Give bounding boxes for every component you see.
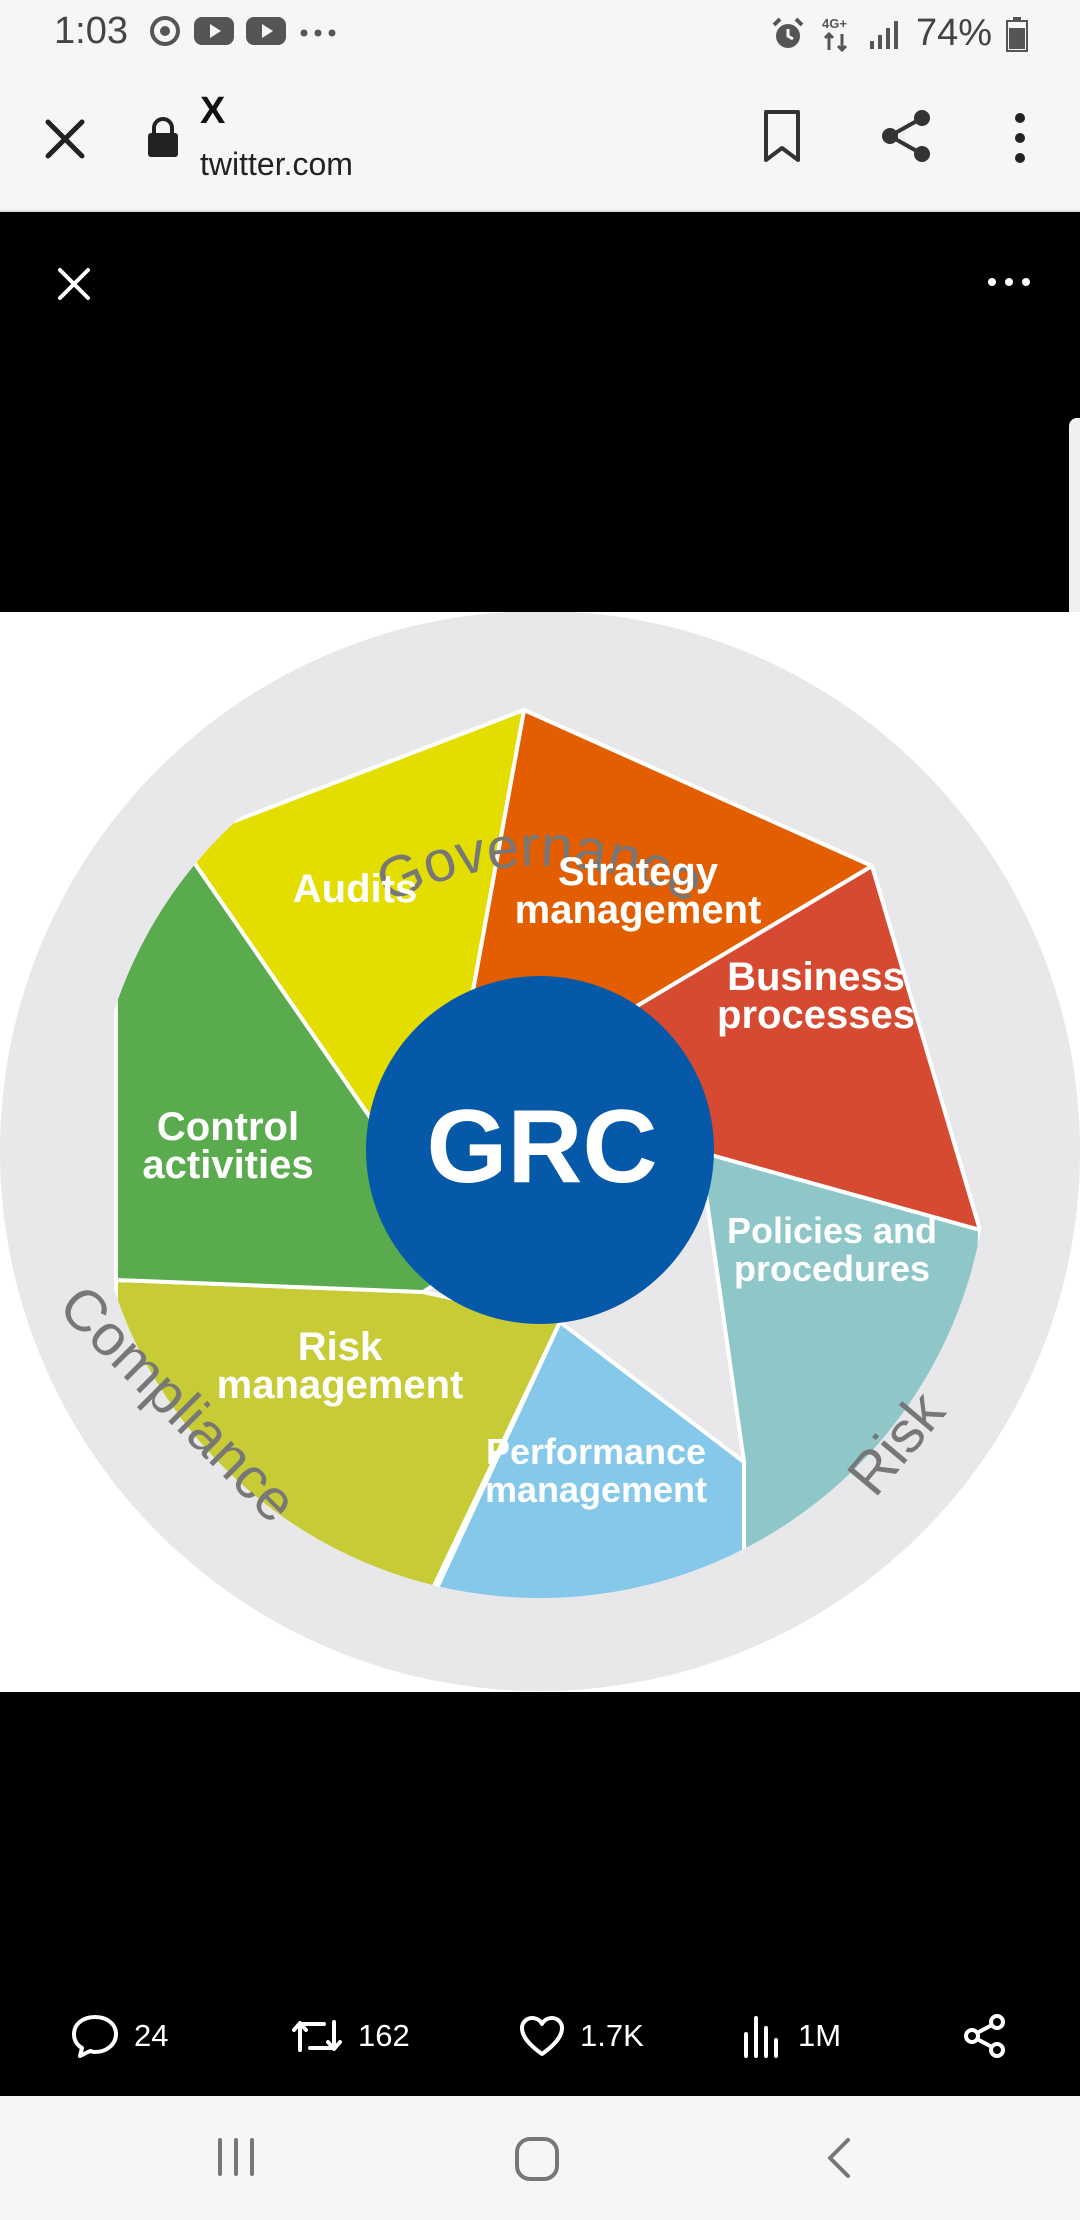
reply-count: 24 xyxy=(134,2018,169,2053)
status-time: 1:03 xyxy=(54,10,128,52)
heart-icon xyxy=(520,2016,564,2056)
recent-apps-icon[interactable] xyxy=(212,2134,260,2180)
share-icon[interactable] xyxy=(878,108,934,164)
more-options-icon[interactable] xyxy=(1000,110,1040,166)
more-icon[interactable] xyxy=(984,270,1034,294)
close-tab-icon[interactable] xyxy=(40,114,90,164)
network-icon: 4G+ xyxy=(822,16,847,52)
segment-label-line: processes xyxy=(717,993,915,1037)
segment-label-line: Control xyxy=(157,1105,299,1149)
sync-icon xyxy=(150,16,180,46)
views-count: 1M xyxy=(798,2018,842,2053)
like-count: 1.7K xyxy=(580,2018,644,2053)
segment-label-line: procedures xyxy=(734,1248,930,1289)
retweet-icon xyxy=(292,2020,342,2052)
notification-icons xyxy=(148,14,338,48)
segment-label-line: management xyxy=(485,1469,707,1510)
grc-center-label: GRC xyxy=(426,1089,657,1205)
battery-icon xyxy=(1006,16,1028,52)
status-bar: 1:03 4G+ xyxy=(0,0,1080,68)
segment-label-line: Strategy xyxy=(558,850,719,894)
segment-label-line: management xyxy=(217,1363,464,1407)
bookmark-icon[interactable] xyxy=(760,108,804,164)
page-title: X xyxy=(200,90,226,132)
system-icons: 4G+ 74% xyxy=(770,12,1028,55)
grc-center-circle xyxy=(366,976,714,1324)
youtube-icon xyxy=(246,17,286,45)
tweet-actions: 24 162 1.7K 1M xyxy=(0,2004,1080,2068)
like-button[interactable]: 1.7K xyxy=(518,2004,644,2068)
segment-label-line: management xyxy=(515,888,762,932)
youtube-icon xyxy=(194,17,234,45)
home-icon[interactable] xyxy=(512,2134,562,2184)
network-type: 4G+ xyxy=(822,16,847,31)
segment-label-line: Business xyxy=(727,955,905,999)
segment-label-line: Audits xyxy=(293,867,417,911)
share-tweet-button[interactable] xyxy=(962,2004,1022,2068)
views-button[interactable]: 1M xyxy=(740,2004,841,2068)
lock-icon xyxy=(148,117,178,157)
signal-icon xyxy=(869,20,898,49)
segment-label-audits: Audits xyxy=(293,867,417,911)
battery-percentage: 74% xyxy=(915,12,992,54)
reply-button[interactable]: 24 xyxy=(70,2004,168,2068)
segment-label-line: Policies and xyxy=(727,1210,937,1251)
back-icon[interactable] xyxy=(818,2134,858,2182)
system-navigation-bar xyxy=(0,2096,1080,2220)
segment-label-line: Risk xyxy=(298,1325,383,1369)
views-icon xyxy=(744,2016,778,2058)
retweet-count: 162 xyxy=(358,2018,410,2053)
close-media-icon[interactable] xyxy=(54,264,94,304)
alarm-icon xyxy=(772,17,804,48)
segment-label-line: activities xyxy=(142,1143,313,1187)
share-icon xyxy=(964,2014,1005,2058)
segment-label-line: Performance xyxy=(486,1431,706,1472)
page-url[interactable]: twitter.com xyxy=(200,146,353,182)
retweet-button[interactable]: 162 xyxy=(290,2004,410,2068)
reply-icon xyxy=(72,2015,118,2058)
custom-tab-toolbar: X twitter.com xyxy=(0,68,1080,212)
more-notifications-icon xyxy=(300,29,336,37)
